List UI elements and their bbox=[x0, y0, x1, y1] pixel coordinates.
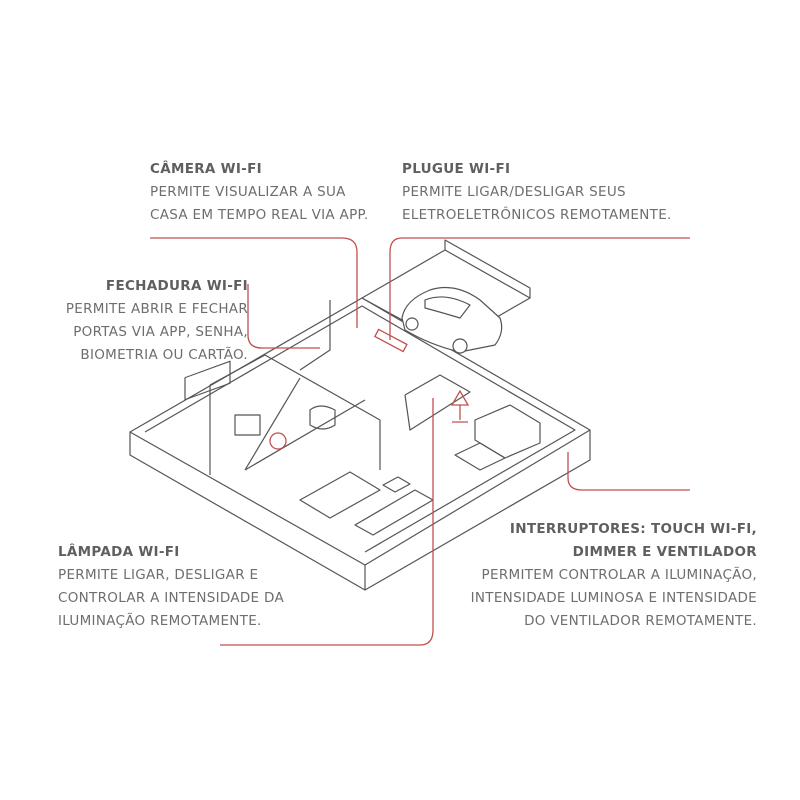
lamp-callout-line bbox=[220, 398, 434, 646]
lock-desc-2: PORTAS VIA APP, SENHA, bbox=[73, 324, 248, 340]
camera-callout-line bbox=[150, 237, 358, 328]
camera-title: CÂMERA WI-FI bbox=[150, 161, 262, 177]
camera-desc-1: PERMITE VISUALIZAR A SUA bbox=[150, 184, 346, 200]
interior-walls bbox=[209, 300, 471, 475]
switch-desc-3: DO VENTILADOR REMOTAMENTE. bbox=[524, 613, 757, 629]
lamp-label: LÂMPADA WI-FI PERMITE LIGAR, DESLIGAR E … bbox=[58, 541, 284, 633]
plug-desc-2: ELETROELETRÔNICOS REMOTAMENTE. bbox=[402, 207, 672, 223]
lamp-title: LÂMPADA WI-FI bbox=[58, 544, 180, 560]
lock-callout-line bbox=[247, 284, 320, 349]
plug-callout-line bbox=[389, 237, 690, 340]
switch-label: INTERRUPTORES: TOUCH WI-FI, DIMMER E VEN… bbox=[471, 518, 757, 633]
plug-label: PLUGUE WI-FI PERMITE LIGAR/DESLIGAR SEUS… bbox=[402, 158, 672, 227]
plug-title: PLUGUE WI-FI bbox=[402, 161, 511, 177]
switch-callout-line bbox=[567, 452, 690, 491]
furniture bbox=[184, 360, 541, 536]
callout-lines bbox=[150, 237, 690, 646]
switch-title-2: DIMMER E VENTILADOR bbox=[572, 544, 757, 560]
lamp-desc-3: ILUMINAÇÃO REMOTAMENTE. bbox=[58, 613, 262, 629]
lock-desc-1: PERMITE ABRIR E FECHAR bbox=[65, 301, 248, 317]
switch-title-1: INTERRUPTORES: TOUCH WI-FI, bbox=[509, 521, 757, 537]
house-floor-outline bbox=[129, 297, 591, 591]
lamp-desc-2: CONTROLAR A INTENSIDADE DA bbox=[58, 590, 284, 606]
lock-label: FECHADURA WI-FI PERMITE ABRIR E FECHAR P… bbox=[66, 275, 248, 367]
lamp-desc-1: PERMITE LIGAR, DESLIGAR E bbox=[58, 567, 259, 583]
switch-desc-1: PERMITEM CONTROLAR A ILUMINAÇÃO, bbox=[481, 567, 757, 583]
lock-desc-3: BIOMETRIA OU CARTÃO. bbox=[80, 347, 248, 363]
camera-label: CÂMERA WI-FI PERMITE VISUALIZAR A SUA CA… bbox=[150, 158, 368, 227]
camera-desc-2: CASA EM TEMPO REAL VIA APP. bbox=[150, 207, 369, 223]
switch-desc-2: INTENSIDADE LUMINOSA E INTENSIDADE bbox=[470, 590, 757, 606]
car-icon bbox=[401, 287, 503, 354]
lock-title: FECHADURA WI-FI bbox=[105, 278, 248, 294]
plug-desc-1: PERMITE LIGAR/DESLIGAR SEUS bbox=[402, 184, 626, 200]
